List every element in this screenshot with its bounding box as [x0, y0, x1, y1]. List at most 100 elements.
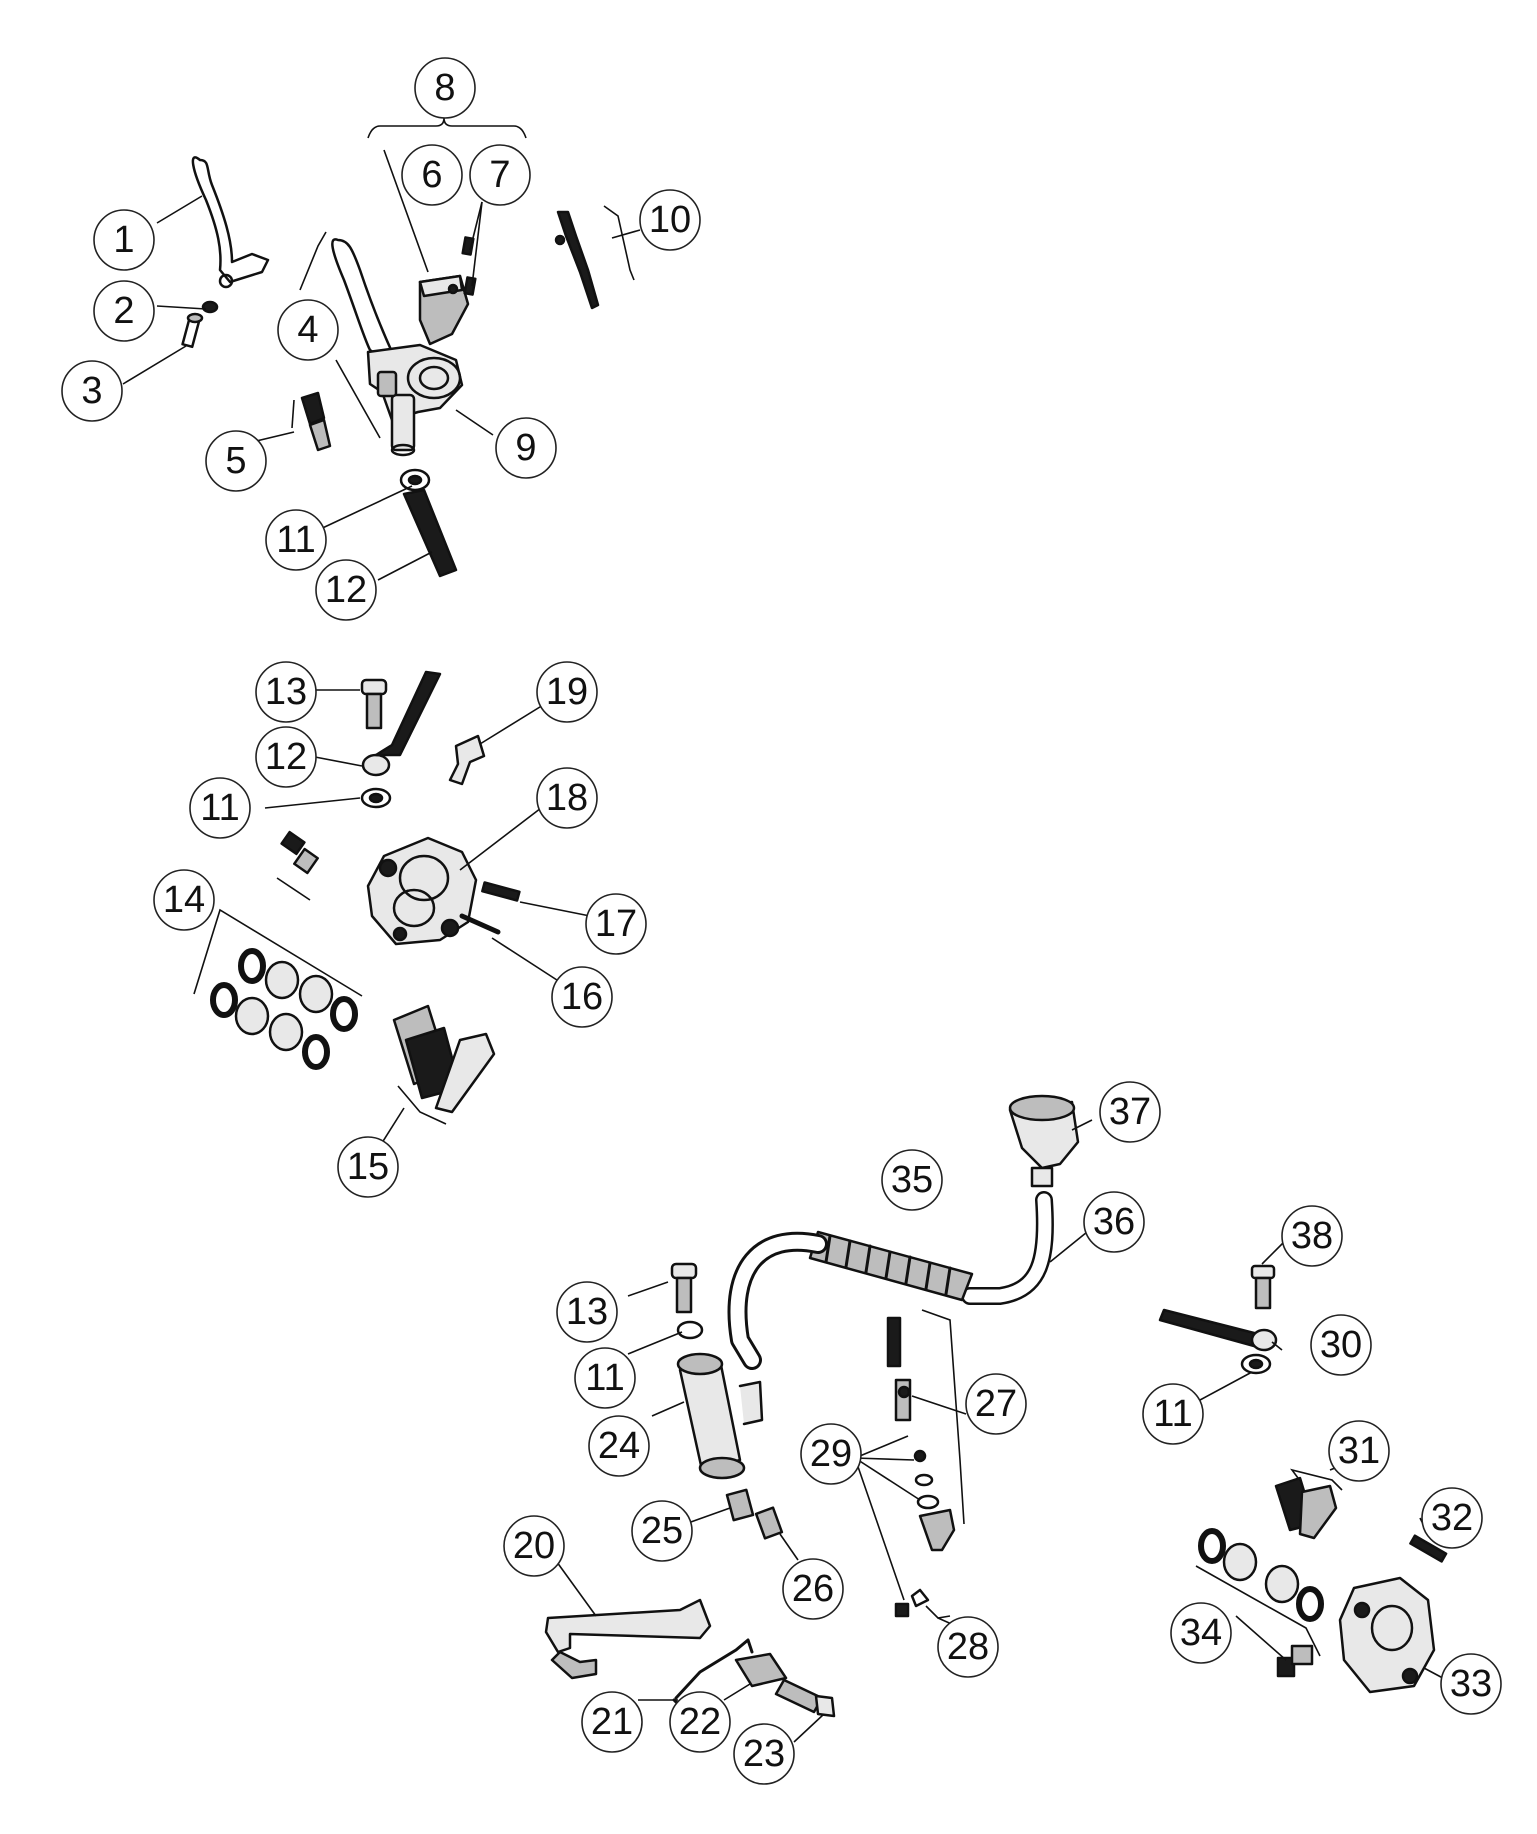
- lever-pivot-bolt-3: [181, 312, 204, 349]
- pin-16: [459, 913, 501, 935]
- callout-13-b: 13: [556, 1281, 618, 1343]
- callout-23: 23: [733, 1723, 795, 1785]
- callout-26: 26: [782, 1558, 844, 1620]
- callout-24: 24: [588, 1415, 650, 1477]
- callout-27: 27: [965, 1373, 1027, 1435]
- svg-text:11: 11: [1153, 1393, 1192, 1435]
- svg-text:19: 19: [546, 671, 588, 713]
- svg-text:29: 29: [810, 1433, 852, 1475]
- callout-16: 16: [551, 966, 613, 1028]
- svg-text:16: 16: [561, 976, 603, 1018]
- cap-screws-7: [461, 236, 477, 296]
- callout-9: 9: [495, 417, 557, 479]
- callout-37: 37: [1099, 1081, 1161, 1143]
- svg-text:5: 5: [225, 440, 246, 482]
- callout-12-b: 12: [255, 726, 317, 788]
- callout-6: 6: [401, 144, 463, 206]
- seal-kit-14: [210, 948, 358, 1070]
- callout-19: 19: [536, 661, 598, 723]
- callout-30: 30: [1310, 1314, 1372, 1376]
- banjo-bolt-38: [1250, 1264, 1276, 1310]
- bleed-valve-34: [1276, 1644, 1314, 1678]
- svg-text:33: 33: [1450, 1663, 1492, 1705]
- switch-assembly-10: [554, 210, 600, 310]
- svg-text:18: 18: [546, 777, 588, 819]
- brake-pedal-20: [544, 1598, 712, 1680]
- svg-text:11: 11: [276, 519, 315, 561]
- callout-34: 34: [1170, 1602, 1232, 1664]
- pad-pin-32: [1409, 1534, 1448, 1563]
- callout-32: 32: [1421, 1487, 1483, 1549]
- svg-text:13: 13: [265, 671, 307, 713]
- callout-35: 35: [881, 1149, 943, 1211]
- washer-11-front: [360, 787, 392, 809]
- callout-17: 17: [585, 893, 647, 955]
- brake-pads-15: [392, 1004, 496, 1114]
- fitting-26: [754, 1506, 784, 1540]
- callout-10: 10: [639, 189, 701, 251]
- hose-12-top: [402, 488, 458, 578]
- callout-38: 38: [1281, 1205, 1343, 1267]
- callout-1: 1: [93, 209, 155, 271]
- washer-11-rear: [1240, 1353, 1272, 1375]
- svg-text:1: 1: [113, 219, 134, 261]
- callout-11-c: 11: [574, 1347, 636, 1409]
- callout-11-b: 11: [189, 777, 251, 839]
- callout-28: 28: [937, 1616, 999, 1678]
- callout-18: 18: [536, 767, 598, 829]
- callout-33: 33: [1440, 1653, 1502, 1715]
- nuts-28: [894, 1588, 930, 1618]
- pad-pin-17: [481, 881, 521, 902]
- svg-text:11: 11: [200, 787, 239, 829]
- svg-text:36: 36: [1093, 1201, 1135, 1243]
- callout-5: 5: [205, 430, 267, 492]
- washer-11-master: [676, 1320, 704, 1340]
- callout-15: 15: [337, 1136, 399, 1198]
- rear-master-cylinder-24: [676, 1352, 764, 1480]
- callout-21: 21: [581, 1691, 643, 1753]
- pushrod-kit-27: [886, 1316, 956, 1552]
- rear-pads-31: [1274, 1476, 1338, 1540]
- callout-11-a: 11: [265, 509, 327, 571]
- callout-12-a: 12: [315, 559, 377, 621]
- hose-protector-35: [808, 1230, 974, 1302]
- svg-text:27: 27: [975, 1383, 1017, 1425]
- svg-text:13: 13: [566, 1291, 608, 1333]
- svg-text:38: 38: [1291, 1215, 1333, 1257]
- svg-text:10: 10: [649, 199, 691, 241]
- callout-8: 8: [414, 57, 476, 119]
- pivot-bolt-23: [774, 1678, 836, 1718]
- reservoir-37: [1008, 1094, 1080, 1188]
- svg-text:28: 28: [947, 1626, 989, 1668]
- svg-text:37: 37: [1109, 1091, 1151, 1133]
- callout-14: 14: [153, 869, 215, 931]
- callout-2: 2: [93, 280, 155, 342]
- bleed-valve-14: [280, 830, 319, 875]
- svg-text:21: 21: [591, 1701, 633, 1743]
- banjo-bolt-13-front: [360, 678, 388, 730]
- svg-text:2: 2: [113, 290, 134, 332]
- svg-text:35: 35: [891, 1159, 933, 1201]
- rear-caliper-33: [1338, 1576, 1436, 1694]
- front-caliper-18: [366, 836, 478, 946]
- svg-text:14: 14: [163, 879, 205, 921]
- svg-text:3: 3: [81, 370, 102, 412]
- svg-text:25: 25: [641, 1510, 683, 1552]
- svg-text:11: 11: [585, 1357, 624, 1399]
- svg-text:7: 7: [489, 154, 510, 196]
- callout-25: 25: [631, 1500, 693, 1562]
- svg-text:30: 30: [1320, 1324, 1362, 1366]
- adjuster-screw-5: [300, 391, 332, 452]
- banjo-hose-30: [1158, 1308, 1278, 1352]
- front-lever-1: [191, 156, 270, 289]
- banjo-bolt-13-rear: [670, 1262, 698, 1314]
- svg-text:22: 22: [679, 1701, 721, 1743]
- lever-bushing-2: [201, 300, 219, 314]
- svg-text:9: 9: [515, 427, 536, 469]
- hose-bend-35: [727, 1231, 828, 1370]
- leader-lines: [122, 117, 1455, 1743]
- callout-13-a: 13: [255, 661, 317, 723]
- callout-22: 22: [669, 1691, 731, 1753]
- svg-text:12: 12: [325, 569, 367, 611]
